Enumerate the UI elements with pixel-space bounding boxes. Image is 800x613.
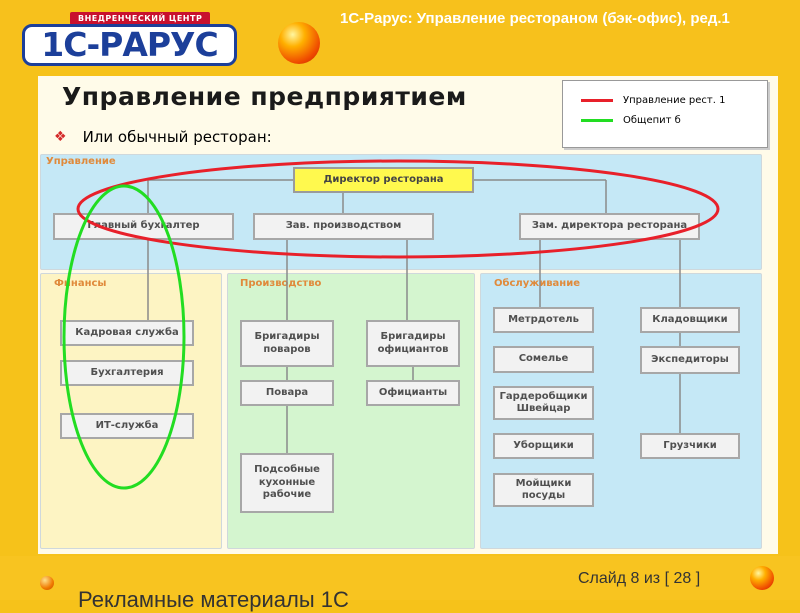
node-sommelier: Сомелье xyxy=(493,346,594,373)
red-highlight-ellipse xyxy=(76,159,720,259)
legend: Управление рест. 1 Общепит б xyxy=(562,80,768,148)
production-section-label: Производство xyxy=(240,278,322,289)
node-deputy-director: Зам. директора ресторана xyxy=(519,213,700,240)
slide-counter: Слайд 8 из [ 28 ] xyxy=(578,570,701,587)
legend-label: Общепит б xyxy=(623,115,681,126)
node-waiters: Официанты xyxy=(366,380,460,406)
product-title: 1С-Рарус: Управление рестораном (бэк-офи… xyxy=(340,10,730,27)
node-forwarder: Экспедиторы xyxy=(640,346,740,374)
footer-ad-text: Рекламные материалы 1С xyxy=(78,587,349,612)
node-loaders: Грузчики xyxy=(640,433,740,459)
node-cook-brigadiers: Бригадиры поваров xyxy=(240,320,334,367)
legend-label: Управление рест. 1 xyxy=(623,95,726,106)
footer-band xyxy=(0,556,800,600)
green-line-icon xyxy=(581,119,613,122)
bullet-text: Или обычный ресторан: xyxy=(82,128,272,146)
node-waiter-brigadiers: Бригадиры официантов xyxy=(366,320,460,367)
node-production-head: Зав. производством xyxy=(253,213,434,240)
node-cleaners: Уборщики xyxy=(493,433,594,459)
node-accounting: Бухгалтерия xyxy=(60,360,194,386)
bullet-item: ❖ Или обычный ресторан: xyxy=(54,128,272,146)
diamond-bullet-icon: ❖ xyxy=(54,129,67,145)
legend-item-green: Общепит б xyxy=(581,115,681,126)
node-hr: Кадровая служба xyxy=(60,320,194,346)
node-kitchen-workers: Подсобные кухонные рабочие xyxy=(240,453,334,513)
logo-tag: ВНЕДРЕНЧЕСКИЙ ЦЕНТР xyxy=(70,12,211,25)
service-section-label: Обслуживание xyxy=(494,278,580,289)
node-director: Директор ресторана xyxy=(293,167,474,193)
company-logo: ВНЕДРЕНЧЕСКИЙ ЦЕНТР 1С-РАРУС xyxy=(22,12,240,68)
logo-wordmark: 1С-РАРУС xyxy=(22,24,237,66)
red-line-icon xyxy=(581,99,613,102)
green-highlight-ellipse xyxy=(62,184,186,490)
decorative-orb-small-icon xyxy=(750,566,774,590)
node-cooks: Повара xyxy=(240,380,334,406)
node-cloakroom: Гардеробщики Швейцар xyxy=(493,386,594,420)
management-section-label: Управление xyxy=(46,156,116,167)
node-dishwashers: Мойщики посуды xyxy=(493,473,594,507)
slide-title: Управление предприятием xyxy=(62,82,467,111)
highlight-overlay xyxy=(62,159,720,490)
finance-section-label: Финансы xyxy=(54,278,107,289)
decorative-orb-icon xyxy=(278,22,320,64)
node-storekeepers: Кладовщики xyxy=(640,307,740,333)
legend-item-red: Управление рест. 1 xyxy=(581,95,725,106)
node-maitre: Метрдотель xyxy=(493,307,594,333)
decorative-dot-icon xyxy=(40,576,54,590)
